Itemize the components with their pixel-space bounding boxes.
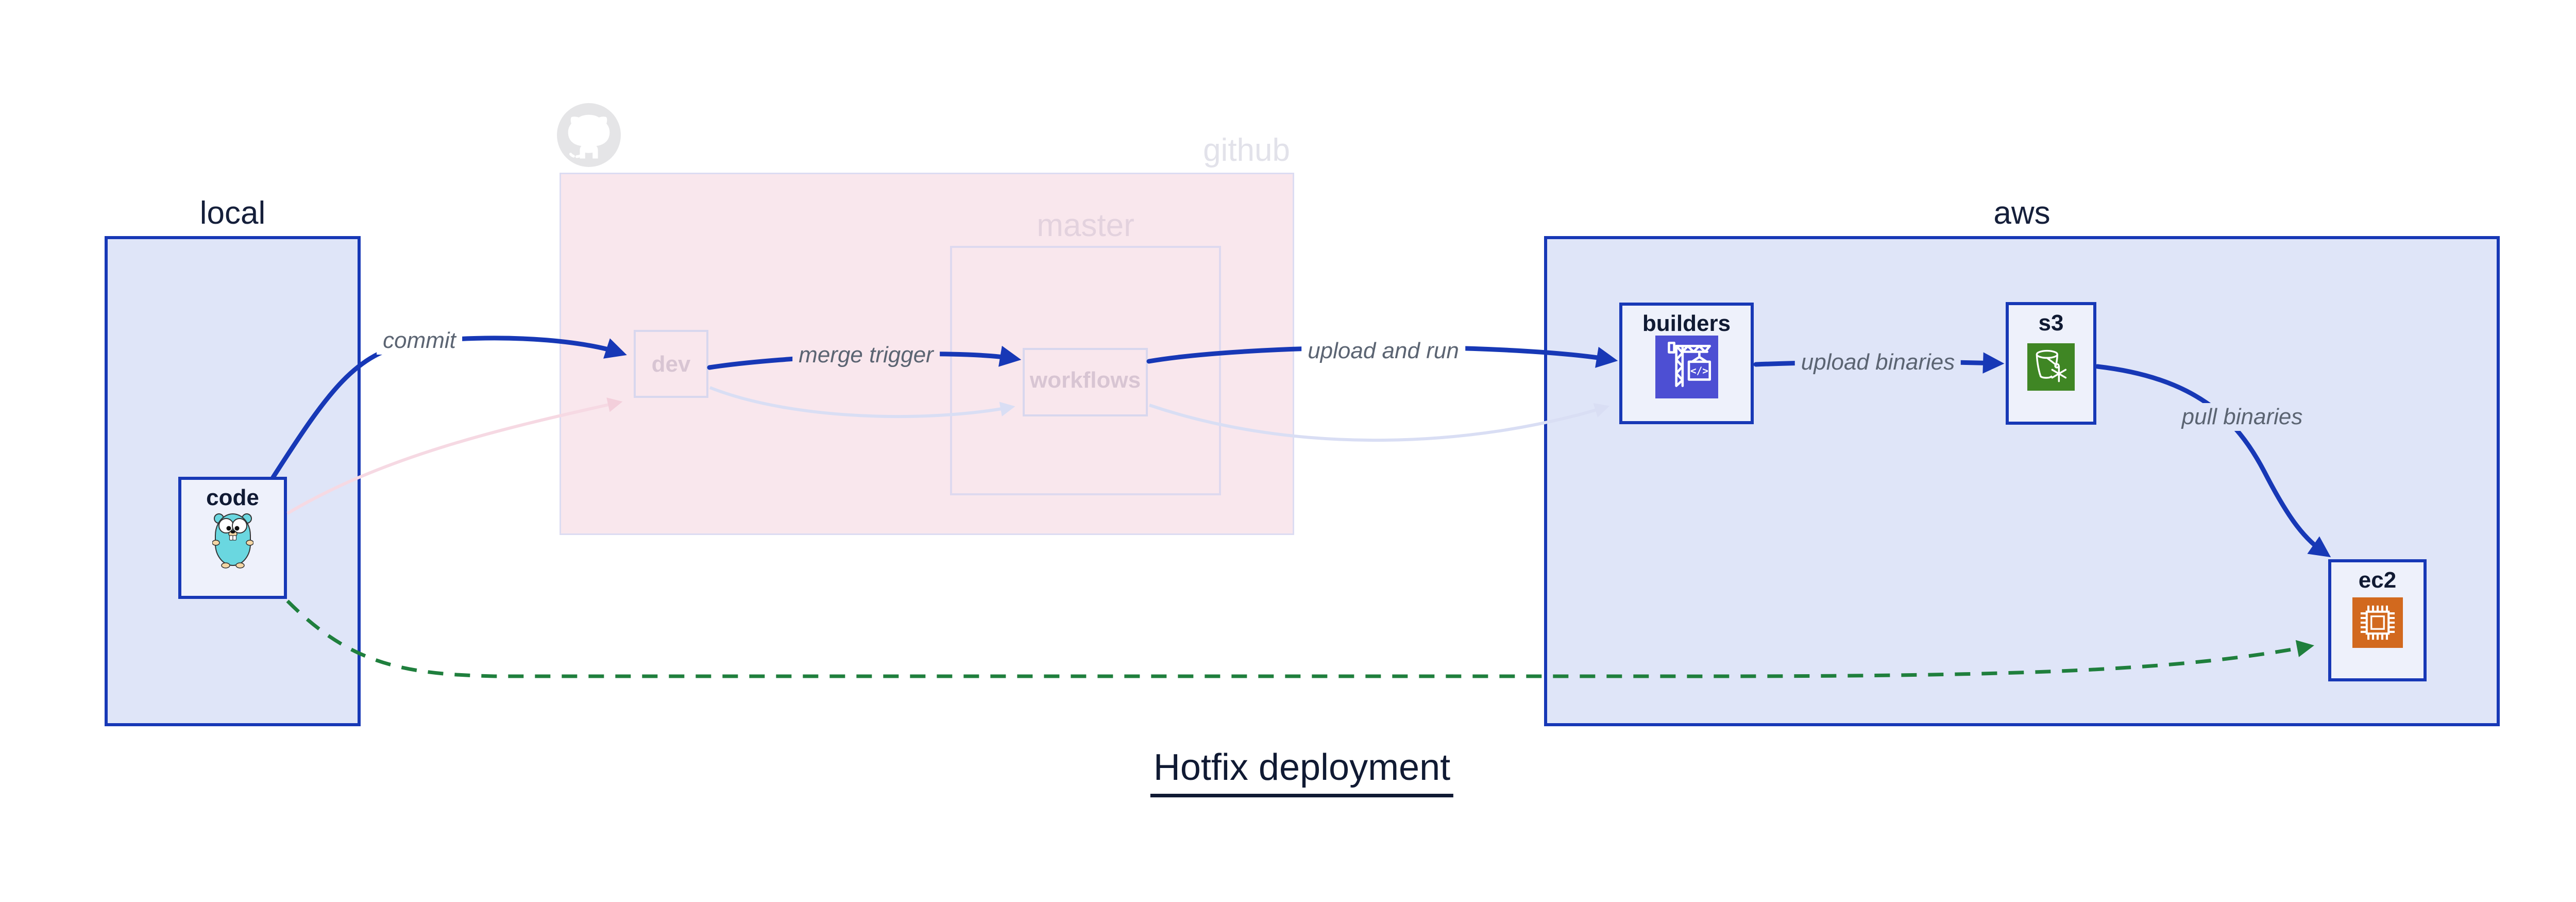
workflows-label: workflows	[1029, 368, 1141, 393]
code-label: code	[206, 485, 259, 510]
node-s3: s3	[2006, 302, 2096, 425]
code-brackets-glyph: </>	[1690, 365, 1708, 377]
s3-bucket-snowflake-icon	[2027, 343, 2075, 391]
diagram-title: Hotfix deployment	[1150, 746, 1454, 797]
aws-label: aws	[1993, 195, 2050, 231]
node-workflows: workflows	[1023, 348, 1148, 416]
codebuild-crane-icon: </>	[1655, 336, 1718, 398]
builders-label: builders	[1642, 311, 1731, 336]
dev-label: dev	[651, 352, 691, 377]
node-ec2: ec2	[2328, 559, 2427, 681]
edge-label-commit: commit	[377, 327, 462, 355]
edge-label-pull-binaries: pull binaries	[2175, 403, 2309, 431]
node-dev: dev	[634, 330, 708, 398]
node-builders: builders </>	[1619, 303, 1754, 424]
local-label: local	[199, 195, 266, 231]
master-label: master	[1037, 208, 1134, 243]
edge-label-upload-binaries: upload binaries	[1794, 348, 1961, 376]
github-label: github	[1203, 132, 1290, 168]
ec2-chip-icon	[2352, 597, 2403, 648]
s3-label: s3	[2038, 310, 2064, 336]
node-code: code	[178, 477, 287, 599]
go-gopher-icon	[212, 513, 253, 569]
edge-label-merge-trigger: merge trigger	[792, 341, 940, 369]
edge-label-upload-and-run: upload and run	[1301, 337, 1465, 365]
master-container	[950, 246, 1221, 495]
ec2-label: ec2	[2358, 567, 2397, 593]
octocat-icon	[557, 103, 621, 167]
